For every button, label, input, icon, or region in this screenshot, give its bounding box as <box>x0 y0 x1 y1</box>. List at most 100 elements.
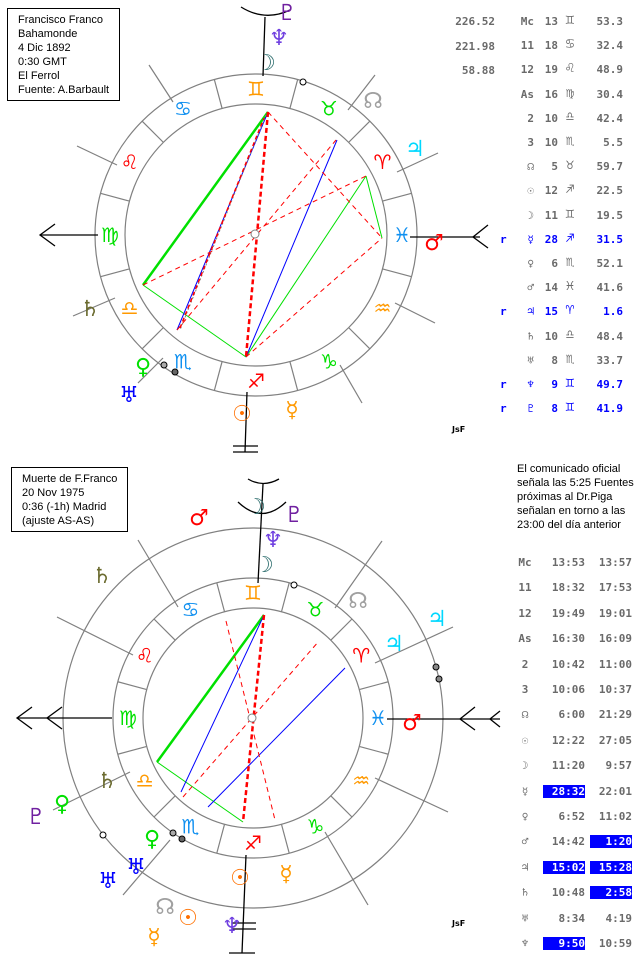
row-minutes: 59.7 <box>596 160 624 174</box>
row-sign-icon: ♊ <box>565 375 575 391</box>
chart1-place: El Ferrol <box>18 70 60 82</box>
chart2-sign-capricorn-icon: ♑ <box>307 814 325 838</box>
row-minutes: 30.4 <box>596 87 624 101</box>
row-label: ☊ <box>521 708 529 722</box>
chart2-sign-scorpio-icon: ♏ <box>182 814 200 838</box>
row-value-b: 21:29 <box>598 708 632 722</box>
chart1-aspect-lines <box>141 78 383 376</box>
chart1-sign-aries-icon: ♈ <box>373 150 391 174</box>
row-label: As <box>520 87 534 101</box>
chart1-sign-boundary <box>348 120 371 143</box>
row-sign-icon: ♈ <box>565 302 575 319</box>
row-degree: 11 <box>544 208 558 222</box>
row-label: Mc <box>518 556 532 569</box>
chart2-sign-taurus-icon: ♉ <box>307 598 325 622</box>
chart2-sign-cancer-icon: ♋ <box>182 598 200 622</box>
chart2-jupiter-icon: ♃ <box>427 607 447 632</box>
row-sign-icon: ♋ <box>565 36 575 53</box>
row-label: ☉ <box>521 733 529 747</box>
chart1-sign-libra-icon: ♎ <box>121 296 139 320</box>
row-degree: 15 <box>544 305 558 319</box>
retrograde-marker: r <box>500 402 507 416</box>
chart2-date: 20 Nov 1975 <box>22 487 85 499</box>
row-degree: 18 <box>544 39 558 53</box>
row-minutes: 22.5 <box>596 184 624 198</box>
chart1-time: 0:30 GMT <box>18 56 67 68</box>
chart2-asc-arrow <box>15 706 33 730</box>
chart1-node-icon: ☊ <box>363 89 383 114</box>
row-sign-icon: ♓ <box>565 278 575 295</box>
row-label: ♄ <box>527 329 534 343</box>
chart2-sun-icon: ☉ <box>178 906 198 931</box>
row-minutes: 48.4 <box>596 329 624 343</box>
chart2-sign-aquarius-icon: ♒ <box>352 769 370 793</box>
chart1-sun-icon: ☉ <box>232 402 252 427</box>
row-minutes: 52.1 <box>596 257 624 270</box>
row-label: ☊ <box>527 160 534 174</box>
chart1-sign-boundary <box>100 268 130 278</box>
chart1-saturn-icon: ♄ <box>80 297 100 322</box>
chart1-desc-fork <box>471 224 489 249</box>
row-label: 11 <box>518 581 532 595</box>
chart2-sign-virgo-icon: ♍ <box>119 706 137 730</box>
row-value-a: 12:22 <box>551 733 585 747</box>
chart2-sign-libra-icon: ♎ <box>136 769 154 793</box>
chart1-sign-boundary <box>213 361 223 391</box>
row-minutes: 31.5 <box>596 232 624 246</box>
chart1-name-line2: Bahamonde <box>18 28 78 40</box>
row-value-a: 9:50 <box>543 937 585 950</box>
chart2-mercury-icon: ☿ <box>279 862 293 887</box>
row-value-a: 8:34 <box>558 911 586 925</box>
chart2-sign-boundary <box>330 618 353 641</box>
row-label: 2 <box>521 657 529 671</box>
row-sign-icon: ♐ <box>565 229 575 246</box>
chart2-uranus-icon: ♅ <box>126 855 146 880</box>
chart1-house-cusps <box>72 64 439 404</box>
row-value-b: 15:28 <box>590 860 632 874</box>
row-sign-icon: ♏ <box>565 350 575 367</box>
chart1-planets: ♇♆☽☊♃♂♄♀♅☉☿ <box>80 1 444 427</box>
row-value-a: 18:32 <box>551 581 585 595</box>
row-value-a: 15:02 <box>543 860 585 874</box>
chart1-sign-boundary <box>382 268 412 278</box>
row-degree: 6 <box>551 257 558 270</box>
chart2-sign-sagittarius-icon: ♐ <box>244 831 262 855</box>
retrograde-marker: r <box>500 305 507 319</box>
chart2-wheel <box>52 527 454 909</box>
chart1-sign-boundary <box>289 361 299 391</box>
row-minutes: 41.9 <box>596 402 624 416</box>
chart2-pluto-icon: ♇ <box>26 805 46 830</box>
chart2-saturn-icon: ♄ <box>92 564 112 589</box>
row-label: ♀ <box>521 810 529 823</box>
chart2-sign-boundary <box>216 824 226 854</box>
row-value-a: 28:32 <box>543 784 585 798</box>
row-label: 12 <box>520 63 534 77</box>
row-value-b: 2:58 <box>590 886 632 900</box>
row-minutes: 41.6 <box>596 281 624 295</box>
chart1-moon-icon: ☽ <box>256 51 276 76</box>
row-degree: 10 <box>544 111 558 125</box>
row-label: 11 <box>520 39 534 53</box>
chart1-sign-scorpio-icon: ♏ <box>174 349 192 373</box>
row-value-a: 10:06 <box>551 683 585 696</box>
chart1-sign-taurus-icon: ♉ <box>320 97 338 121</box>
row-minutes: 53.3 <box>596 15 624 28</box>
row-sign-icon: ♎ <box>565 326 575 343</box>
row-sign-icon: ♊ <box>565 12 575 28</box>
chart2-adjustment: (ajuste AS-AS) <box>22 515 95 527</box>
chart2-desc-fork <box>458 706 476 731</box>
chart2-neptune-icon: ♆ <box>222 914 242 939</box>
chart2-sun-icon: ☉ <box>230 866 250 891</box>
chart1-logo: JsF <box>452 425 466 434</box>
chart2-inner-ring <box>142 607 364 829</box>
chart1-inner-ring <box>124 103 388 367</box>
chart2-venus-icon: ♀ <box>54 792 70 817</box>
chart1-source: Fuente: A.Barbault <box>18 84 110 96</box>
row-value-b: 9:57 <box>605 759 633 773</box>
row-degree: 10 <box>544 136 558 149</box>
row-degree: 16 <box>544 87 558 101</box>
chart1-date: 4 Dic 1892 <box>18 42 71 54</box>
row-label: Mc <box>520 15 534 28</box>
chart1-uranus-icon: ♅ <box>119 383 139 408</box>
